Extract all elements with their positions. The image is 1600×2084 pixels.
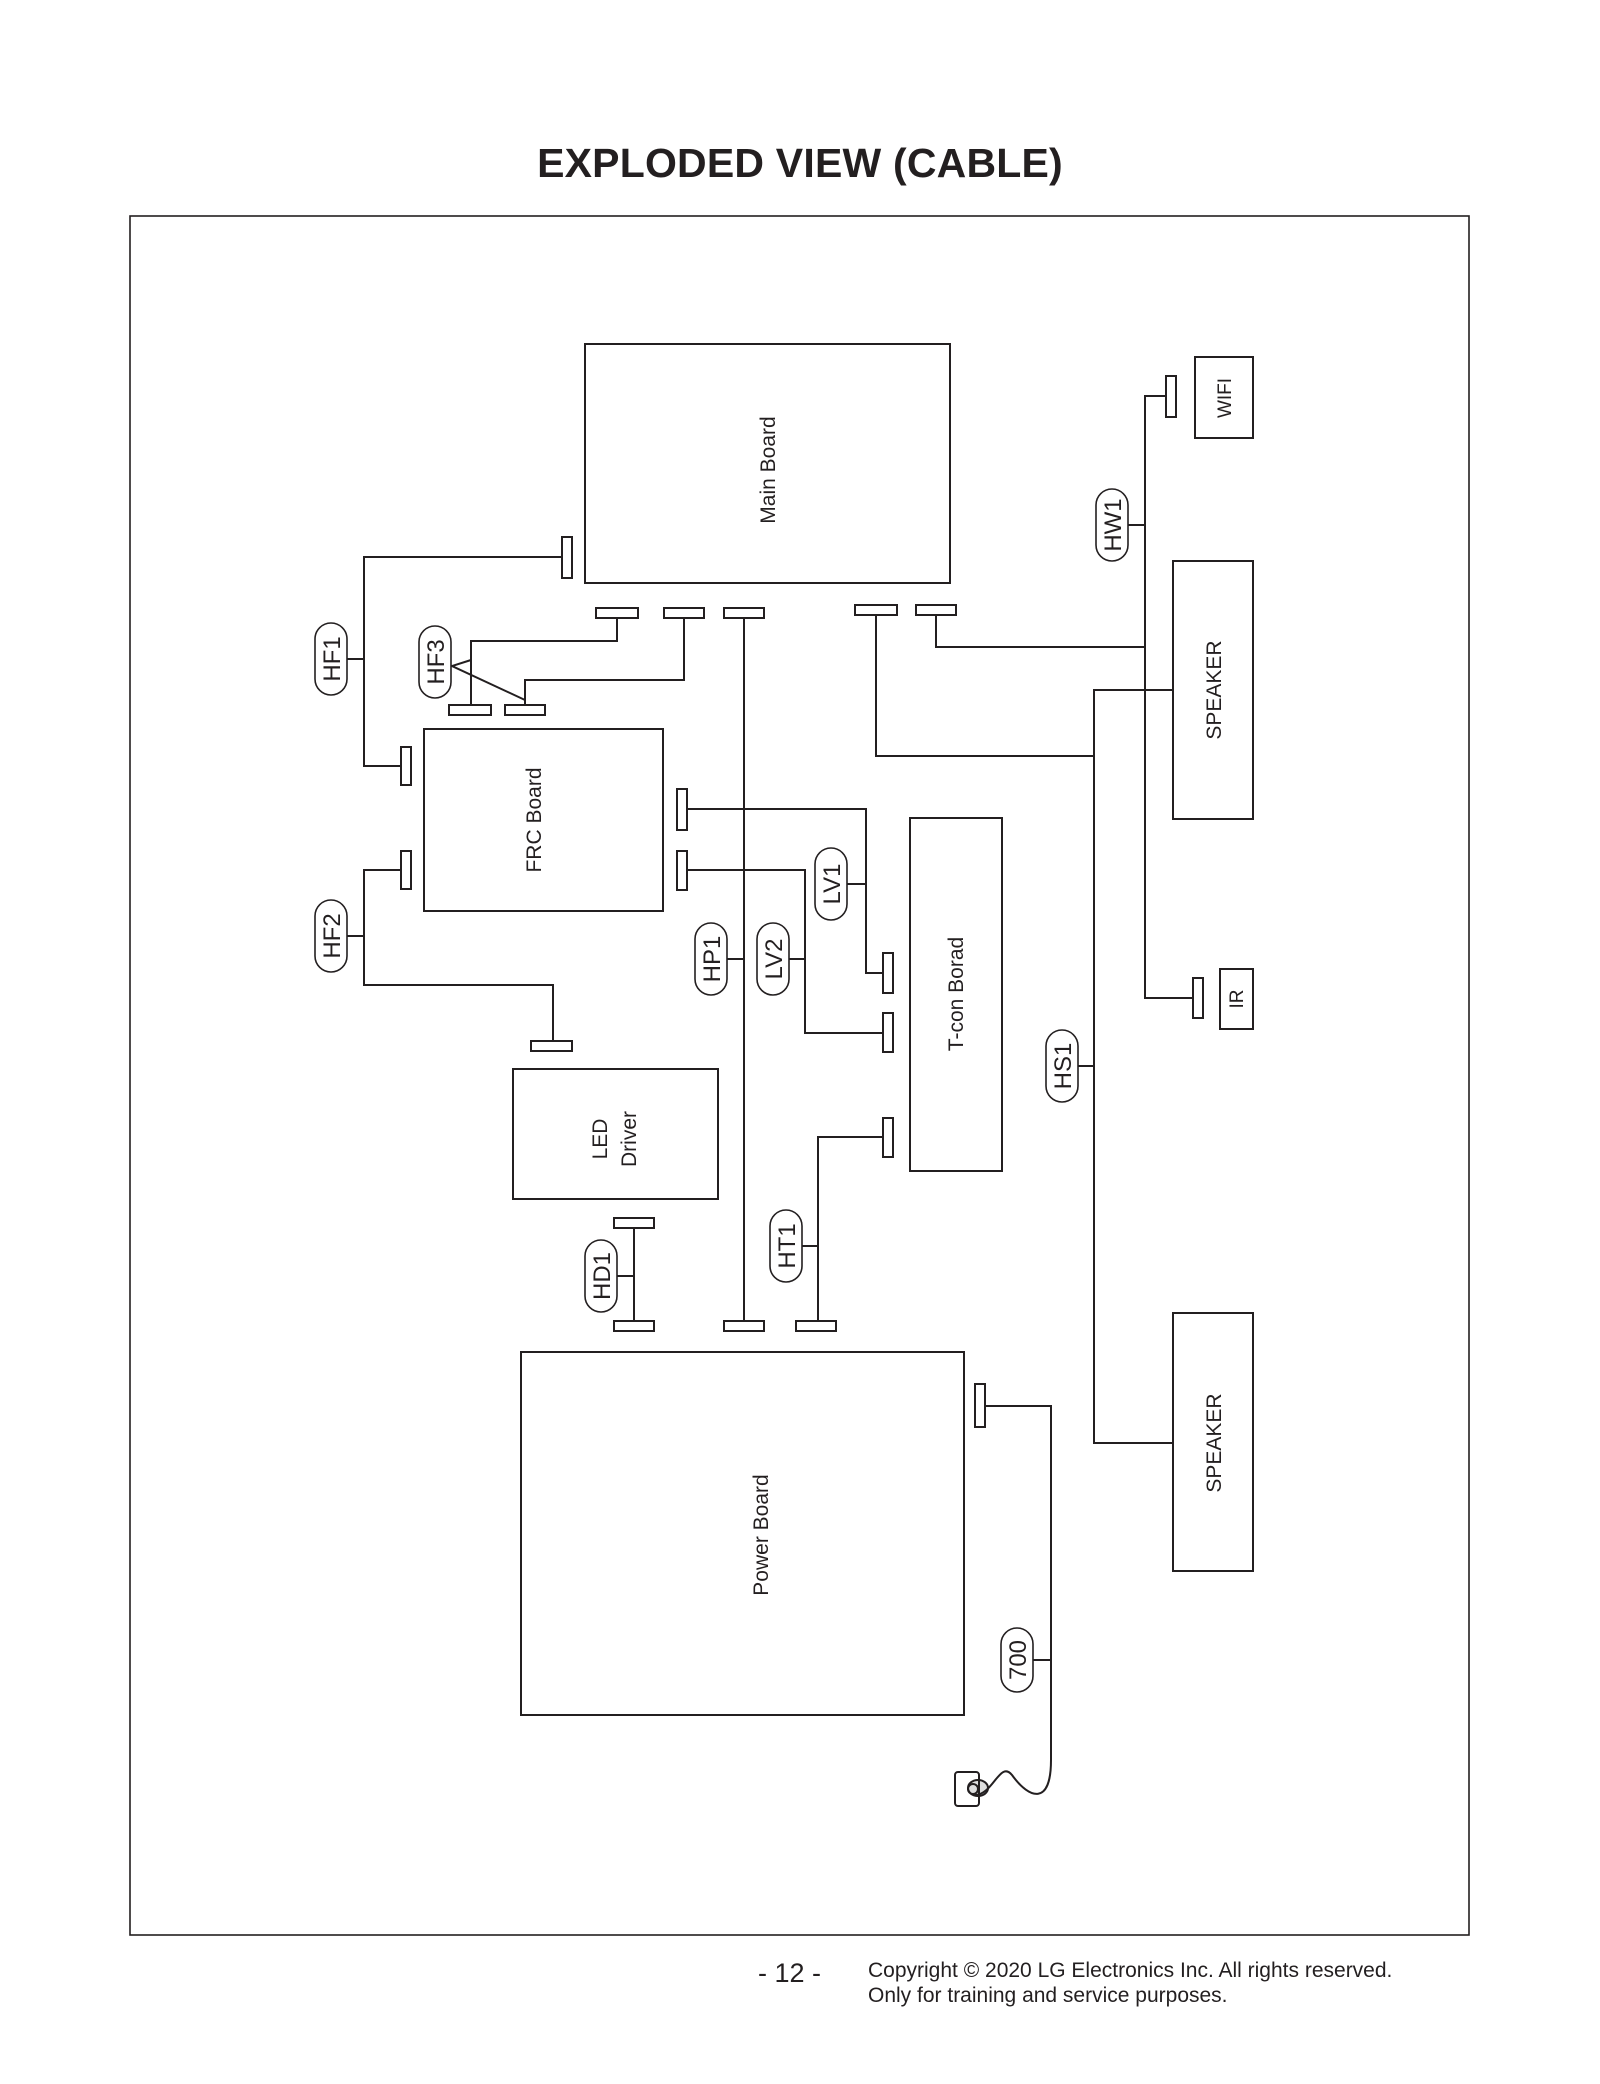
cable-hs1-top [1093, 689, 1173, 1444]
connector [561, 536, 573, 579]
frc-board [423, 728, 664, 912]
connector [854, 604, 898, 616]
connector [882, 1117, 894, 1158]
copyright-line-2: Only for training and service purposes. [868, 1984, 1228, 2007]
tcon-board-label: T-con Borad [945, 937, 968, 1051]
connector [595, 607, 639, 619]
cable-hf1 [363, 556, 562, 767]
connector [915, 604, 957, 616]
diagram-frame [129, 215, 1470, 1936]
cable-ht1 [817, 1136, 883, 1321]
ir-module [1219, 968, 1254, 1030]
copyright-line-1: Copyright © 2020 LG Electronics Inc. All… [868, 1959, 1393, 1982]
cable-700 [985, 1405, 1052, 1740]
connector [676, 850, 688, 891]
cable-hw1 [1144, 395, 1193, 999]
tag-hf1-label: HF1 [319, 636, 346, 681]
led-driver-label-2: Driver [618, 1111, 641, 1167]
footer-copyright: Copyright © 2020 LG Electronics Inc. All… [868, 1958, 1392, 2008]
led-driver [512, 1068, 719, 1200]
connector [882, 952, 894, 994]
tag-lv2-label: LV2 [761, 939, 788, 980]
tcon-board [909, 817, 1003, 1172]
cable-hf3-lead [449, 659, 526, 701]
connector [448, 704, 492, 716]
speaker-bottom-label: SPEAKER [1203, 1393, 1226, 1492]
connector [1165, 375, 1177, 418]
cable-lv1 [687, 808, 883, 974]
connector [723, 607, 765, 619]
tag-hs1-label: HS1 [1050, 1043, 1077, 1090]
connector [882, 1012, 894, 1053]
tag-hw1-label: HW1 [1100, 498, 1127, 551]
connector [400, 746, 412, 786]
tag-lv1-label: LV1 [819, 864, 846, 905]
page-title: EXPLODED VIEW (CABLE) [537, 140, 1063, 186]
cable-lv2 [687, 869, 883, 1034]
connector [530, 1040, 573, 1052]
page-number: - 12 - [758, 1958, 822, 1988]
tag-ht1-label: HT1 [774, 1223, 801, 1268]
connector [974, 1383, 986, 1428]
tag-700-label: 700 [1005, 1640, 1032, 1680]
power-board [520, 1351, 965, 1716]
main-board-label: Main Board [757, 416, 780, 523]
main-board [584, 343, 951, 584]
tag-hd1-label: HD1 [589, 1252, 616, 1300]
connector [663, 607, 705, 619]
connector [504, 704, 546, 716]
wifi-module [1194, 356, 1254, 439]
led-driver-label-1: LED [589, 1119, 612, 1160]
connector [613, 1320, 655, 1332]
cable-700-cord [974, 1740, 1052, 1796]
speaker-top-label: SPEAKER [1203, 640, 1226, 739]
connector [723, 1320, 765, 1332]
connector [400, 850, 412, 890]
ir-label: IR [1227, 990, 1248, 1009]
frc-board-label: FRC Board [523, 767, 546, 872]
connector [676, 788, 688, 831]
connector [1192, 977, 1204, 1019]
cable-hf3-b [524, 618, 685, 705]
tag-hp1-label: HP1 [699, 936, 726, 983]
cable-main-speaker [935, 615, 1145, 648]
tag-hf2-label: HF2 [319, 913, 346, 958]
wifi-label: WIFI [1215, 378, 1236, 418]
connector [795, 1320, 837, 1332]
cable-hf2 [363, 869, 554, 1041]
cable-hf3-a [470, 618, 618, 705]
power-board-label: Power Board [750, 1474, 773, 1595]
connector [613, 1217, 655, 1229]
power-plug-icon [954, 1771, 989, 1807]
tag-hf3-label: HF3 [423, 639, 450, 684]
cable-hs1 [875, 615, 1094, 757]
tag-hf3 [418, 625, 452, 699]
